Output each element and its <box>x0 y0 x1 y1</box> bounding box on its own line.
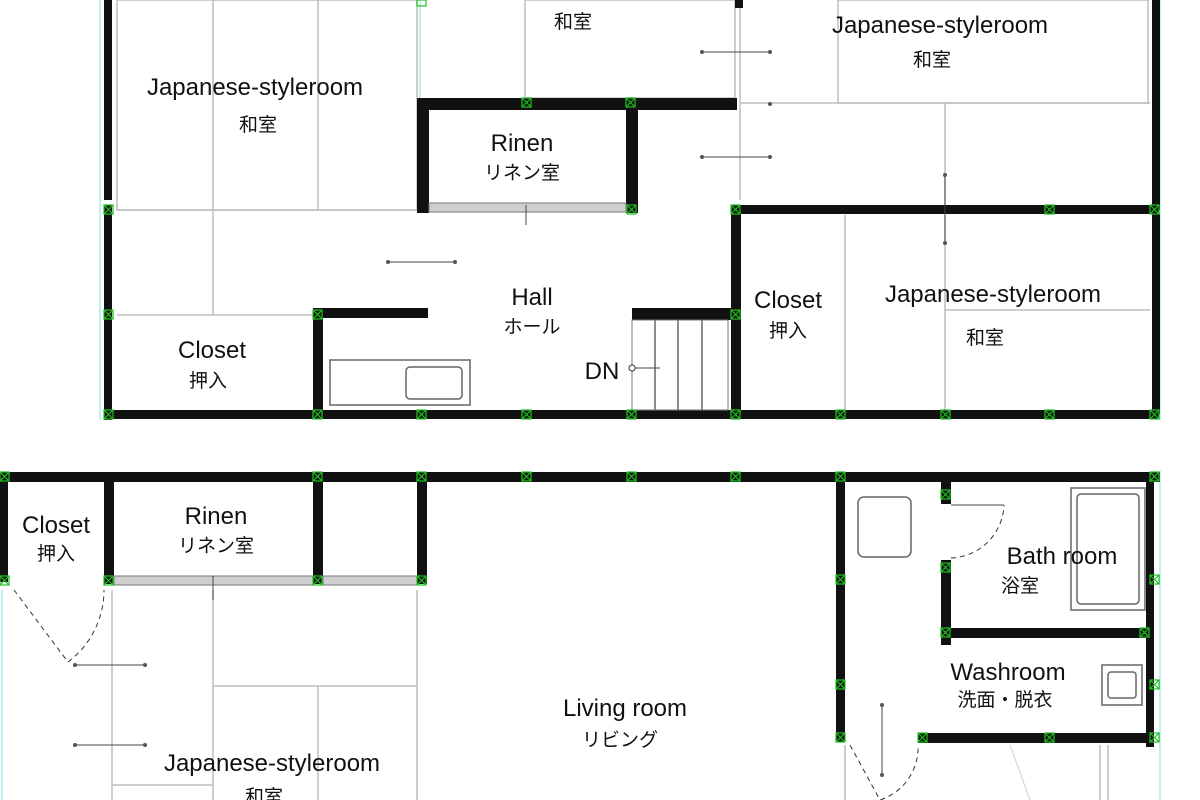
tatami-lines-upper <box>99 0 1161 420</box>
room-label-en: Rinen <box>491 130 554 157</box>
markers-upper <box>386 50 947 264</box>
room-label-closet-right: Closet 押入 <box>754 287 822 342</box>
room-label-en: Japanese-styleroom <box>147 74 363 101</box>
room-label-jp: ホール <box>503 316 560 338</box>
room-label-closet-left: Closet 押入 <box>178 337 246 392</box>
room-label-jp-room-right: Japanese-styleroom 和室 <box>885 281 1101 349</box>
room-label-jp: リネン室 <box>484 162 560 184</box>
room-label-bath: Bath room 浴室 <box>1001 543 1117 597</box>
room-label-jp-room-left: Japanese-styleroom 和室 <box>147 74 363 136</box>
upper-floor: 和室 Japanese-styleroom 和室 Japanese-styler… <box>99 0 1161 420</box>
column-markers-upper <box>103 0 1160 420</box>
room-label-en: Hall <box>511 284 552 311</box>
stair-down-label: DN <box>585 358 620 385</box>
room-label-jp-room-top-mid: 和室 <box>554 11 592 33</box>
lower-floor: Closet 押入 Rinen リネン室 Bath room 浴室 Washro… <box>0 470 1161 800</box>
doors-lower <box>13 504 1005 800</box>
room-label-en: Washroom <box>950 659 1065 686</box>
room-label-jp: 押入 <box>189 370 227 392</box>
room-label-en: Japanese-styleroom <box>832 12 1048 39</box>
room-label-jp: リネン室 <box>178 535 254 557</box>
room-label-en: Japanese-styleroom <box>885 281 1101 308</box>
room-label-jp: 押入 <box>37 543 75 565</box>
room-label-jp: 洗面・脱衣 <box>957 689 1052 711</box>
room-label-jp: 和室 <box>966 327 1004 349</box>
bath-fixtures <box>857 487 1146 706</box>
room-label-en: Living room <box>563 695 687 722</box>
room-label-jp: 和室 <box>554 11 592 33</box>
room-label-en: Closet <box>178 337 246 364</box>
markers-lower <box>73 576 884 777</box>
room-label-en: Japanese-styleroom <box>164 750 380 777</box>
room-label-jp: 和室 <box>239 114 277 136</box>
room-label-en: Closet <box>754 287 822 314</box>
room-label-washroom: Washroom 洗面・脱衣 <box>950 659 1065 711</box>
room-label-en: Rinen <box>185 503 248 530</box>
stairs-upper <box>628 319 729 411</box>
room-label-jp-room-lower: Japanese-styleroom 和室 <box>164 750 380 800</box>
column-markers-lower <box>0 471 1160 743</box>
room-label-rinen-lower: Rinen リネン室 <box>178 503 254 557</box>
room-label-jp: 浴室 <box>1001 575 1039 597</box>
room-label-en: Bath room <box>1007 543 1118 570</box>
room-label-en: Closet <box>22 512 90 539</box>
room-label-jp: 和室 <box>245 786 283 800</box>
room-label-living: Living room リビング <box>563 695 687 751</box>
room-label-rinen-upper: Rinen リネン室 <box>484 130 560 184</box>
counter-upper <box>329 359 471 406</box>
room-label-jp-room-top-right: Japanese-styleroom 和室 <box>832 12 1048 71</box>
tatami-lines-lower <box>1 470 1161 800</box>
room-label-jp: リビング <box>582 729 658 751</box>
room-label-closet-lower: Closet 押入 <box>22 512 90 565</box>
room-label-hall: Hall ホール <box>503 284 560 338</box>
room-label-jp: 押入 <box>769 320 807 342</box>
room-label-jp: 和室 <box>913 49 951 71</box>
